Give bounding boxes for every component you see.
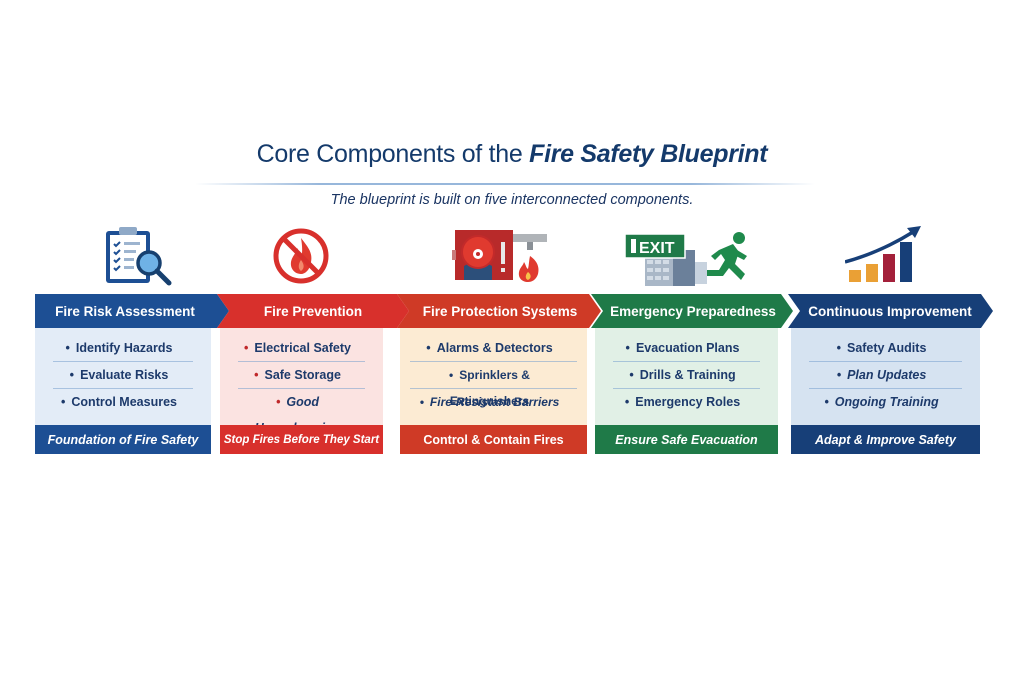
svg-text:EXIT: EXIT <box>639 240 675 257</box>
list-item: •Evacuation Plans <box>613 335 760 362</box>
component-title: Fire Protection Systems <box>422 303 578 319</box>
subtitle: The blueprint is built on five interconn… <box>330 192 694 208</box>
list-item: •Alarms & Detectors <box>410 335 577 362</box>
component-title: Fire Prevention <box>263 303 363 319</box>
component-footer: Control & Contain Fires <box>400 425 587 454</box>
title-plain: Core Components of the <box>256 140 523 168</box>
list-item: •Plan Updates <box>809 362 962 389</box>
component-body: •Evacuation Plans •Drills & Training •Em… <box>595 328 778 425</box>
component-body: •Alarms & Detectors •Sprinklers & Exting… <box>400 328 587 425</box>
list-item: •Drills & Training <box>613 362 760 389</box>
list-item: •Fire-Resistant Barriers <box>419 395 560 409</box>
chevron-header-shape <box>217 294 409 328</box>
list-item: •Ongoing Training <box>824 395 939 409</box>
chevron-header-shape <box>35 294 229 328</box>
chevron-header-shape <box>591 294 793 328</box>
fire-alarm-sprinkler-icon <box>452 230 547 282</box>
list-item: •Emergency Roles <box>624 395 741 409</box>
clipboard-magnifier-icon <box>106 227 172 286</box>
title-emphasis: Fire Safety Blueprint <box>529 140 768 168</box>
list-item: •Safety Audits <box>809 335 962 362</box>
component-title: Emergency Preparedness <box>610 303 776 319</box>
title-divider <box>195 183 815 185</box>
list-item: •Evaluate Risks <box>53 362 193 389</box>
list-item: •Electrical Safety <box>238 335 365 362</box>
component-title: Fire Risk Assessment <box>55 303 195 319</box>
component-footer: Ensure Safe Evacuation <box>595 425 778 454</box>
list-item: •Sprinklers & Extinguishers <box>410 362 577 408</box>
component-title: Continuous Improvement <box>808 303 972 319</box>
component-footer: Stop Fires Before They Start <box>220 425 383 454</box>
component-body: •Electrical Safety •Safe Storage •Good H… <box>220 328 383 435</box>
component-footer: Adapt & Improve Safety <box>791 425 980 454</box>
exit-sign-running-man-icon: EXIT <box>624 232 747 286</box>
list-item: •Control Measures <box>61 395 177 409</box>
chevron-header-shape <box>788 294 993 328</box>
page-title: Core Components of the Fire Safety Bluep… <box>0 140 1024 169</box>
component-body: •Identify Hazards •Evaluate Risks •Contr… <box>35 328 211 425</box>
chevron-header-shape <box>397 294 601 328</box>
list-item: •Identify Hazards <box>53 335 193 362</box>
component-footer: Foundation of Fire Safety <box>35 425 211 454</box>
list-item: •Good Housekeeping <box>255 395 340 435</box>
list-item: •Safe Storage <box>238 362 365 389</box>
rising-bar-chart-icon <box>845 226 921 282</box>
component-body: •Safety Audits •Plan Updates •Ongoing Tr… <box>791 328 980 425</box>
no-fire-icon <box>273 228 329 284</box>
